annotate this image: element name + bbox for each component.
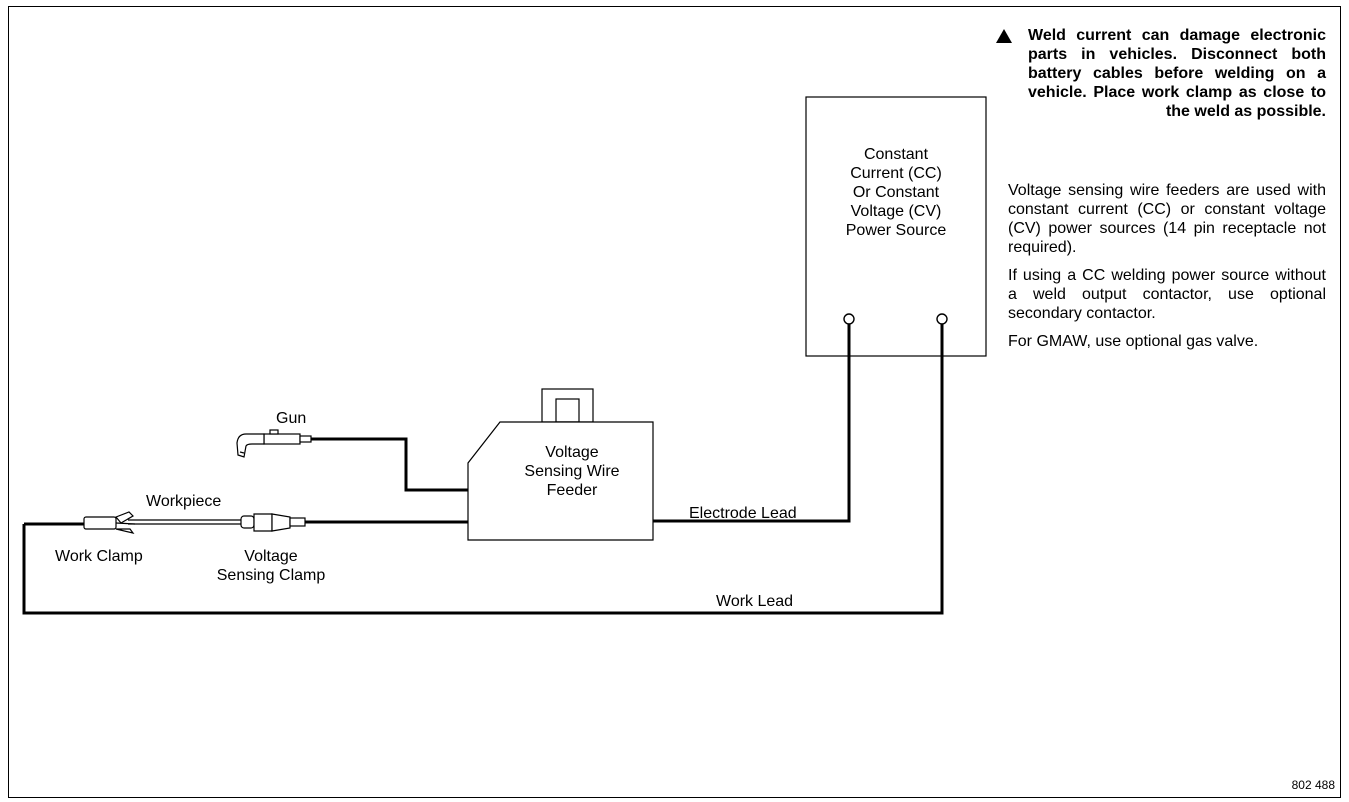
electrode-lead bbox=[653, 324, 851, 523]
warning-block: Weld current can damage electronic parts… bbox=[996, 26, 1326, 121]
work-clamp-icon bbox=[83, 511, 136, 534]
electrode-lead-label: Electrode Lead bbox=[689, 505, 797, 522]
gun-cable bbox=[311, 437, 468, 492]
workpiece bbox=[128, 519, 243, 525]
figure-number: 802 488 bbox=[1291, 778, 1335, 792]
warning-text: Weld current can damage electronic parts… bbox=[1028, 27, 1326, 120]
workpiece-label: Workpiece bbox=[146, 493, 222, 510]
figure-frame bbox=[8, 6, 1341, 798]
work-lead-label: Work Lead bbox=[716, 593, 794, 610]
wire-feeder-label: Voltage Sensing Wire Feeder bbox=[524, 444, 620, 499]
work-lead bbox=[22, 324, 944, 615]
voltage-sensing-clamp-label: Voltage Sensing Clamp bbox=[216, 548, 326, 584]
power-source-terminal-work bbox=[936, 313, 948, 325]
power-source-label: Constant Current (CC) Or Constant Voltag… bbox=[845, 146, 947, 239]
notes: Voltage sensing wire feeders are used wi… bbox=[1008, 181, 1326, 360]
wire-feeder-box bbox=[467, 421, 654, 541]
power-source-terminal-electrode bbox=[843, 313, 855, 325]
warning-triangle-icon bbox=[996, 29, 1012, 43]
note-paragraph: If using a CC welding power source witho… bbox=[1008, 267, 1326, 322]
work-clamp-label: Work Clamp bbox=[55, 548, 143, 565]
note-paragraph: For GMAW, use optional gas valve. bbox=[1008, 333, 1259, 350]
wire-feeder-handle-inner bbox=[555, 398, 580, 423]
gun-label: Gun bbox=[276, 410, 307, 427]
wire-feeder-handle bbox=[541, 388, 594, 423]
note-paragraph: Voltage sensing wire feeders are used wi… bbox=[1008, 182, 1326, 256]
voltage-sensing-clamp-icon bbox=[240, 513, 306, 532]
welding-gun-icon bbox=[236, 429, 312, 458]
power-source-box bbox=[805, 96, 987, 357]
